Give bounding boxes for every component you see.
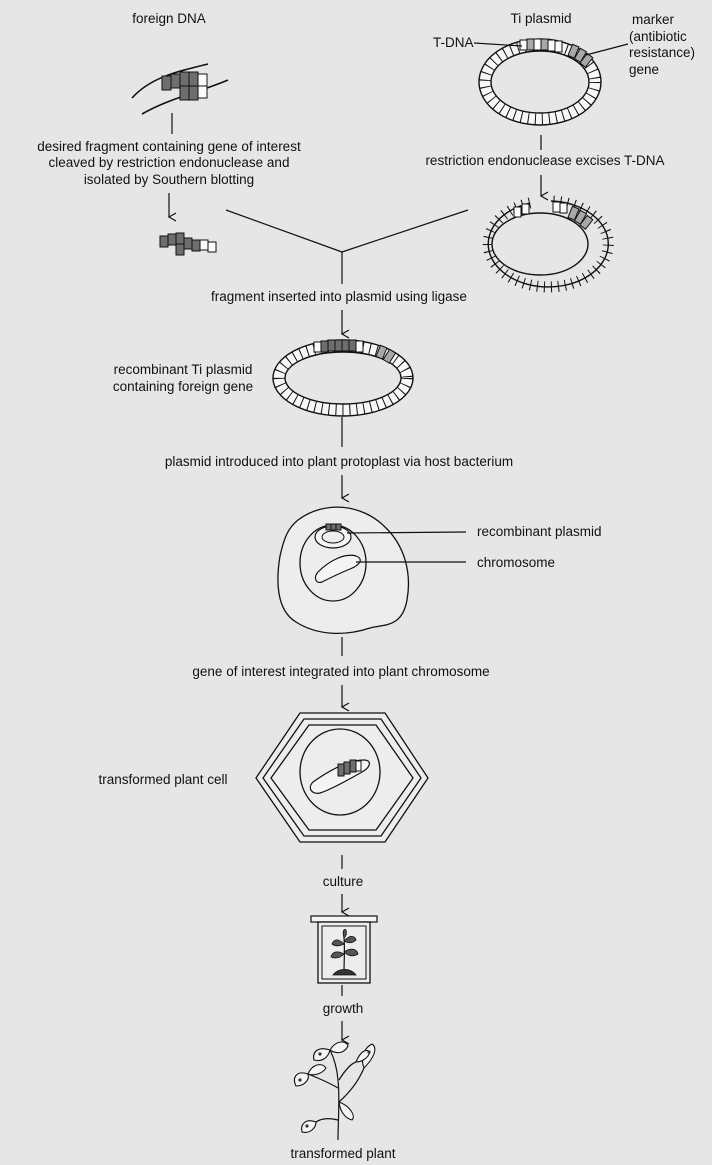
excise-label: restriction endonuclease excises T-DNA (425, 153, 664, 168)
seedling-icon (330, 929, 359, 976)
gene-of-interest-segment (161, 71, 208, 101)
recombinant-label-1: recombinant Ti plasmid (114, 362, 253, 377)
chromosome-label: chromosome (477, 555, 555, 570)
isolated-fragment (159, 232, 217, 256)
t-dna-segment (519, 38, 563, 53)
foreign-dna-strand (131, 63, 229, 115)
foreign-dna-title: foreign DNA (132, 11, 206, 26)
ligase-label: fragment inserted into plasmid using lig… (211, 289, 467, 304)
marker-gene-label-2: (antibiotic (629, 29, 687, 44)
plant-protoplast (277, 506, 410, 635)
recombinant-plasmid (314, 523, 352, 549)
integration-label: gene of interest integrated into plant c… (192, 664, 489, 679)
converging-lines (225, 209, 469, 284)
marker-gene-label-1: marker (632, 12, 675, 27)
desired-fragment-line-3: isolated by Southern blotting (84, 172, 254, 187)
ti-plasmid-title: Ti plasmid (510, 11, 571, 26)
recombinant-ti-plasmid (272, 339, 414, 417)
culture-jar (310, 915, 378, 984)
marker-gene-segment (567, 43, 594, 68)
t-dna-label: T-DNA (433, 35, 474, 50)
transformed-plant-label: transformed plant (290, 1146, 395, 1161)
desired-fragment-line-1: desired fragment containing gene of inte… (37, 139, 301, 154)
growth-label: growth (323, 1001, 364, 1016)
desired-fragment-line-2: cleaved by restriction endonuclease and (49, 155, 290, 170)
transformed-cell-label: transformed plant cell (98, 772, 227, 787)
marker-gene-label-4: gene (629, 62, 659, 77)
recombinant-plasmid-label: recombinant plasmid (477, 524, 602, 539)
transformed-plant-cell (255, 712, 429, 843)
culture-label: culture (323, 874, 364, 889)
open-ti-plasmid (482, 195, 614, 293)
plant-icon (293, 1041, 376, 1141)
marker-gene-label-3: resistance) (629, 45, 695, 60)
transformed-chromosome (309, 759, 370, 794)
recombinant-label-2: containing foreign gene (113, 379, 253, 394)
chromosome (314, 554, 361, 583)
ti-plasmid (478, 38, 602, 126)
introduction-label: plasmid introduced into plant protoplast… (165, 454, 513, 469)
